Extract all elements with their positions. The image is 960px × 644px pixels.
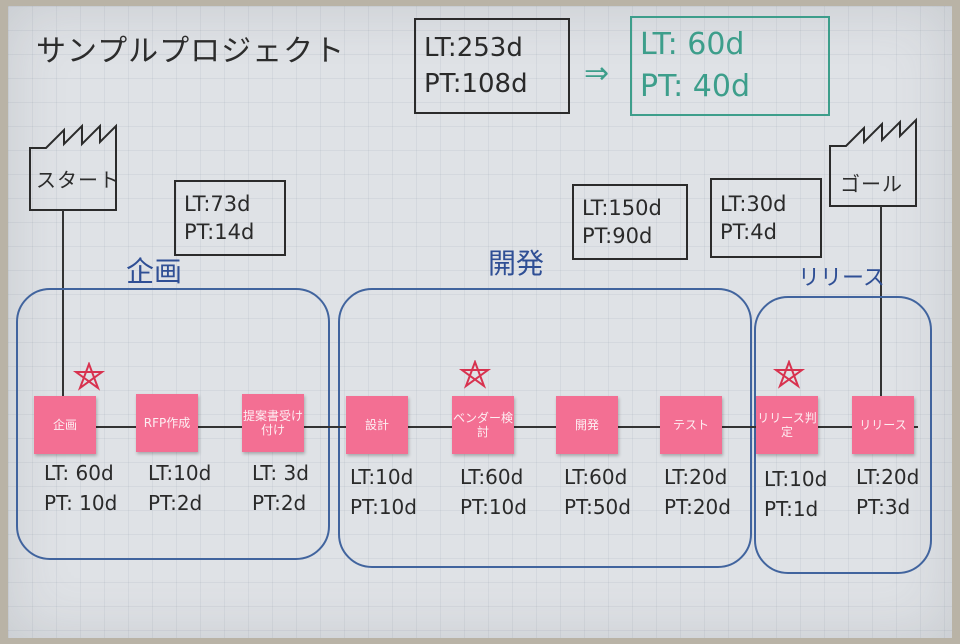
target-pt: PT: 40d	[640, 69, 750, 104]
step-metrics-2: LT:10d PT:2d	[148, 458, 211, 518]
phase-label-release: リリース	[798, 266, 885, 291]
step-note-5: ベンダー検討	[452, 396, 514, 454]
start-factory-icon	[29, 123, 117, 211]
phase-box-planning	[16, 288, 330, 560]
release-lt: LT:30d	[720, 192, 787, 216]
target-total-box: LT: 60d PT: 40d	[630, 16, 830, 116]
step-metrics-8: LT:10d PT:1d	[764, 464, 827, 524]
step-lt: LT:60d	[564, 465, 628, 489]
release-metrics-box: LT:30d PT:4d	[710, 178, 822, 258]
step-metrics-7: LT:20d PT:20d	[664, 462, 731, 522]
step-note-1: 企画	[34, 396, 96, 454]
current-total-box: LT:253d PT:108d	[414, 18, 570, 114]
phase-label-planning: 企画	[126, 255, 183, 288]
star-icon	[458, 360, 492, 389]
step-lt: LT:10d	[764, 467, 828, 491]
planning-pt: PT:14d	[184, 220, 255, 244]
step-pt: PT:10d	[350, 495, 417, 519]
step-metrics-5: LT:60d PT:10d	[460, 462, 527, 522]
step-note-2: RFP作成	[136, 394, 198, 452]
step-note-8: リリース判定	[756, 396, 818, 454]
step-pt: PT:2d	[148, 491, 203, 515]
step-lt: LT: 60d	[44, 461, 114, 485]
phase-box-development	[338, 288, 752, 568]
phase-box-release	[754, 296, 932, 574]
step-note-4: 設計	[346, 396, 408, 454]
step-metrics-9: LT:20d PT:3d	[856, 462, 919, 522]
page-title: サンプルプロジェクト	[36, 34, 346, 69]
step-pt: PT:50d	[564, 495, 631, 519]
current-pt: PT:108d	[424, 69, 528, 99]
step-lt: LT: 3d	[252, 461, 309, 485]
target-lt: LT: 60d	[640, 27, 745, 62]
step-pt: PT:20d	[664, 495, 731, 519]
goal-label: ゴール	[840, 172, 903, 196]
goal-connector	[880, 206, 882, 396]
step-note-3: 提案書受け付け	[242, 394, 304, 452]
start-label: スタート	[36, 168, 120, 192]
goal-factory-icon	[829, 117, 917, 207]
phase-label-development: 開発	[488, 247, 545, 280]
step-metrics-6: LT:60d PT:50d	[564, 462, 631, 522]
step-lt: LT:60d	[460, 465, 524, 489]
step-note-7: テスト	[660, 396, 722, 454]
step-lt: LT:10d	[350, 465, 414, 489]
whiteboard: サンプルプロジェクト LT:253d PT:108d ⇒ LT: 60d PT:…	[8, 6, 952, 638]
improvement-arrow: ⇒	[584, 56, 610, 91]
development-metrics-box: LT:150d PT:90d	[572, 184, 688, 260]
step-pt: PT:1d	[764, 497, 819, 521]
step-metrics-3: LT: 3d PT:2d	[252, 458, 309, 518]
step-lt: LT:10d	[148, 461, 212, 485]
star-icon	[772, 360, 806, 389]
release-pt: PT:4d	[720, 220, 777, 244]
planning-metrics-box: LT:73d PT:14d	[174, 180, 286, 256]
step-metrics-1: LT: 60d PT: 10d	[44, 458, 117, 518]
start-connector	[62, 210, 64, 396]
step-note-6: 開発	[556, 396, 618, 454]
step-pt: PT: 10d	[44, 491, 118, 515]
development-lt: LT:150d	[582, 196, 662, 220]
star-icon	[72, 362, 106, 391]
development-pt: PT:90d	[582, 224, 653, 248]
step-pt: PT:10d	[460, 495, 527, 519]
step-pt: PT:3d	[856, 495, 911, 519]
planning-lt: LT:73d	[184, 192, 251, 216]
step-lt: LT:20d	[856, 465, 920, 489]
step-note-9: リリース	[852, 396, 914, 454]
step-pt: PT:2d	[252, 491, 307, 515]
step-lt: LT:20d	[664, 465, 728, 489]
current-lt: LT:253d	[424, 33, 523, 63]
step-metrics-4: LT:10d PT:10d	[350, 462, 417, 522]
